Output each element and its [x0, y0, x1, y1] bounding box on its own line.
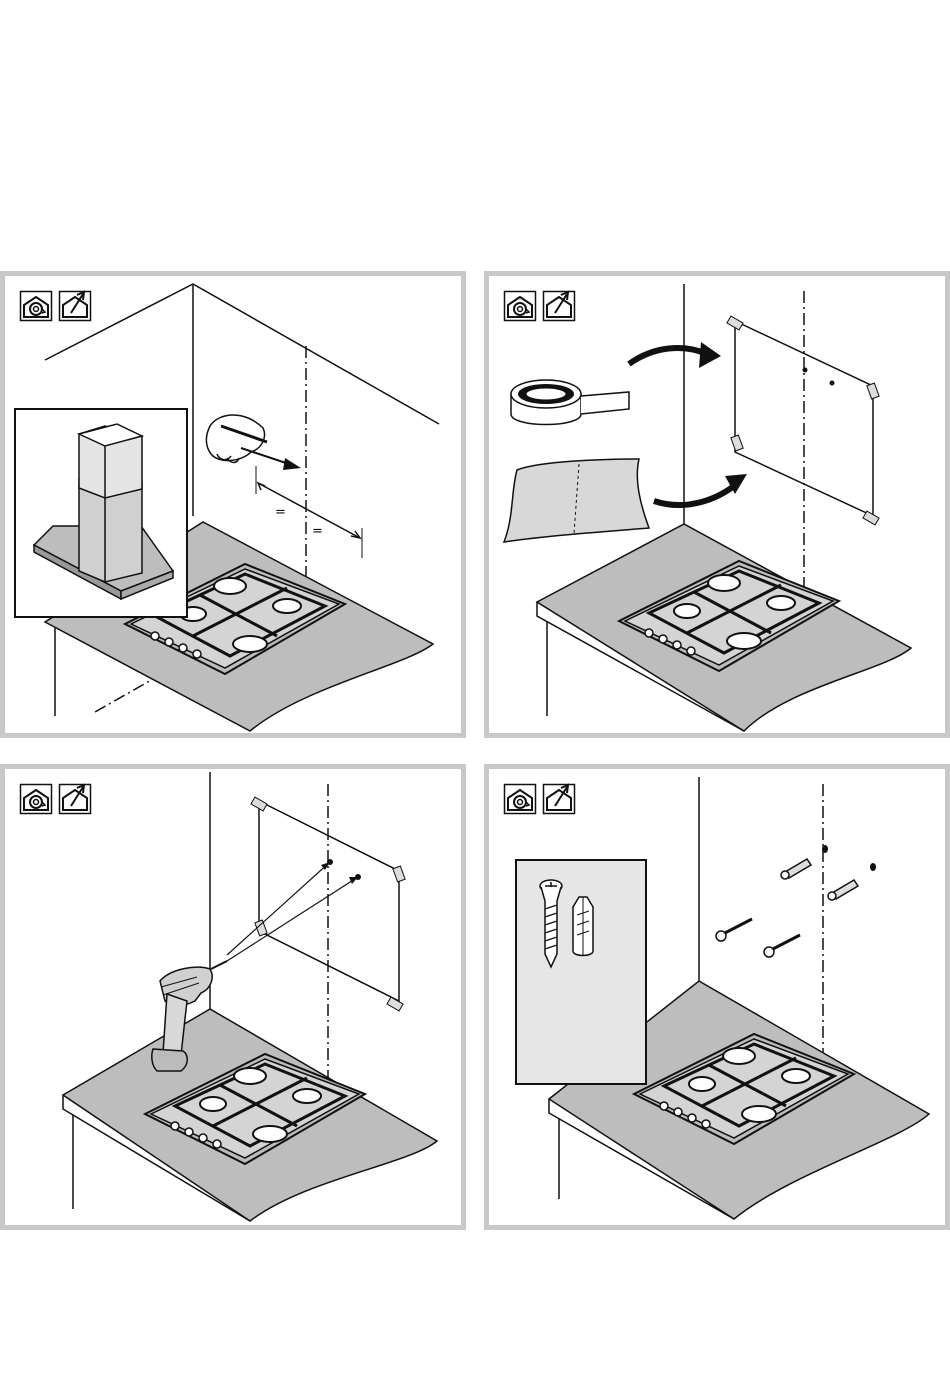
hood-inset: [15, 409, 187, 617]
hand-marking-icon: [206, 415, 267, 463]
screw-icon: [716, 919, 752, 941]
step-4-illustration: [489, 769, 945, 1225]
recirculation-house-icon: [21, 292, 52, 321]
recirculation-house-icon: [505, 785, 536, 814]
step-1-panel: = =: [0, 271, 466, 738]
extraction-house-icon: [60, 785, 91, 814]
paper-template-icon: [504, 459, 649, 542]
extraction-house-icon: [544, 292, 575, 321]
recirculation-house-icon: [21, 785, 52, 814]
step-1-illustration: = =: [5, 276, 461, 733]
hardware-inset: [516, 860, 646, 1084]
step-3-illustration: [5, 769, 461, 1225]
wall-plug-icon: [781, 859, 811, 879]
adhesive-tape-icon: [511, 380, 629, 425]
arrow-icon: [699, 342, 721, 368]
step-4-panel: [484, 764, 950, 1230]
extraction-house-icon: [544, 785, 575, 814]
equal-mark-1: =: [275, 505, 286, 520]
step-2-illustration: [489, 276, 945, 733]
step-3-panel: [0, 764, 466, 1230]
arrow-icon: [283, 458, 301, 470]
equal-mark-2: =: [312, 524, 323, 539]
screw-icon: [764, 935, 800, 957]
step-2-panel: [484, 271, 950, 738]
wall-plug-icon: [828, 880, 858, 900]
recirculation-house-icon: [505, 292, 536, 321]
measure-line: [258, 483, 360, 538]
extraction-house-icon: [60, 292, 91, 321]
drilling-template: [259, 801, 399, 1001]
